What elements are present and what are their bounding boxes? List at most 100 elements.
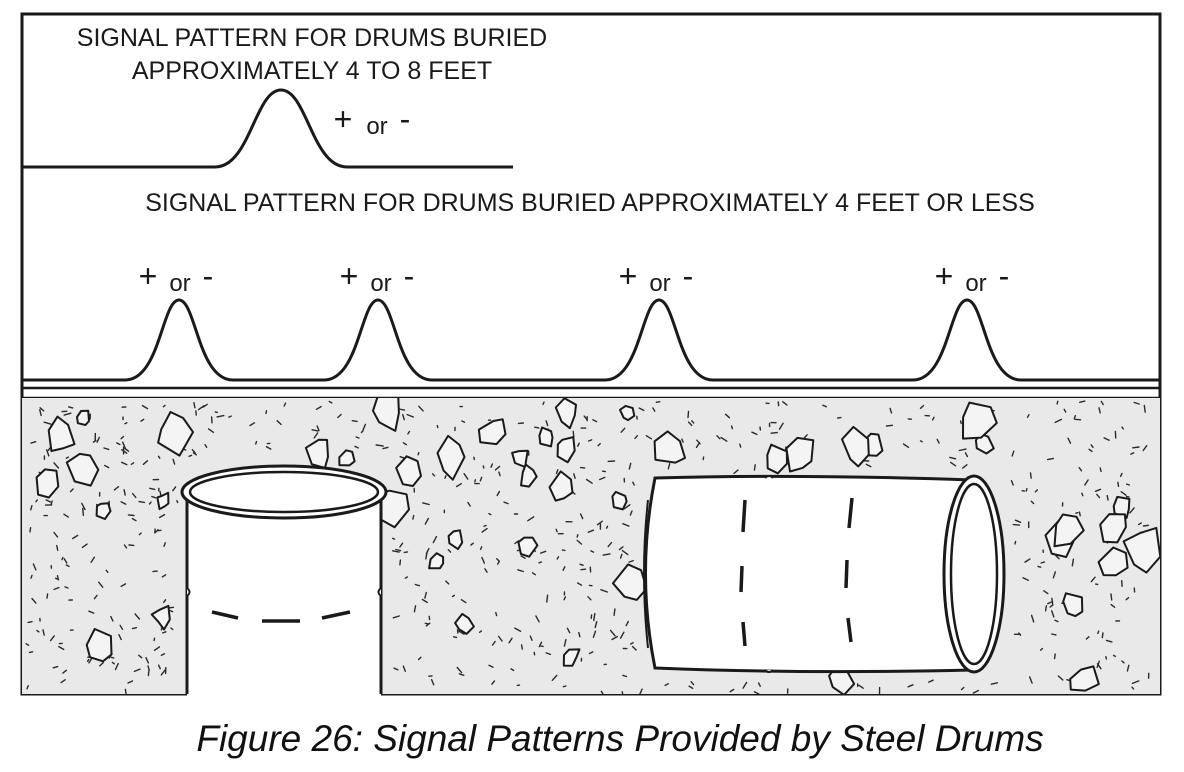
soil-speckle (393, 667, 399, 671)
soil-speckle (161, 631, 167, 634)
soil-speckle (491, 680, 496, 685)
soil-speckle (495, 611, 498, 617)
soil-speckle (407, 430, 411, 435)
soil-speckle (138, 654, 143, 659)
soil-speckle (605, 525, 609, 529)
soil-speckle (133, 668, 141, 673)
soil-speckle (597, 442, 601, 447)
polarity-or: or (370, 270, 391, 297)
soil-speckle (497, 560, 501, 565)
soil-speckle (138, 500, 146, 504)
soil-speckle (482, 465, 485, 469)
soil-speckle (1051, 633, 1057, 636)
soil-speckle (337, 413, 342, 419)
soil-speckle (158, 513, 166, 519)
soil-speckle (399, 542, 404, 548)
soil-speckle (520, 644, 523, 650)
polarity-plus: + (334, 101, 353, 137)
polarity-plus: + (619, 258, 638, 294)
rock-icon (562, 648, 581, 667)
rock-icon (653, 430, 686, 464)
soil-speckle (667, 463, 671, 470)
soil-speckle (192, 452, 198, 456)
polarity-minus: - (404, 258, 415, 294)
soil-speckle (611, 635, 618, 641)
soil-speckle (172, 458, 176, 465)
polarity-minus: - (999, 258, 1010, 294)
soil-speckle (531, 572, 536, 576)
vertical-drum-icon (180, 464, 388, 700)
rock-icon (1112, 495, 1131, 519)
soil-speckle (30, 574, 33, 579)
soil-speckle (959, 420, 962, 425)
soil-speckle (1074, 418, 1082, 421)
soil-speckle (456, 666, 463, 674)
soil-speckle (27, 621, 33, 624)
soil-speckle (1014, 540, 1017, 545)
soil-speckle (154, 529, 159, 533)
soil-speckle (742, 681, 748, 689)
soil-speckle (592, 419, 598, 423)
soil-speckle (1044, 605, 1048, 612)
soil-speckle (1106, 494, 1109, 501)
soil-speckle (26, 685, 29, 690)
soil-speckle (402, 413, 405, 421)
soil-speckle (202, 403, 208, 408)
soil-speckle (54, 577, 60, 581)
soil-speckle (99, 661, 105, 667)
soil-speckle (1078, 511, 1081, 517)
soil-speckle (865, 463, 872, 468)
soil-speckle (473, 456, 476, 461)
soil-speckle (88, 610, 95, 614)
soil-speckle (572, 430, 575, 438)
soil-speckle (1125, 483, 1131, 486)
soil-speckle (1110, 603, 1116, 608)
polarity-minus: - (400, 101, 411, 137)
soil-speckle (1028, 676, 1033, 684)
soil-speckle (131, 492, 137, 499)
soil-speckle (1049, 604, 1054, 608)
soil-speckle (520, 555, 526, 559)
soil-speckle (607, 541, 613, 548)
soil-speckle (406, 413, 414, 418)
soil-speckle (110, 656, 115, 659)
soil-speckle (716, 435, 721, 440)
soil-speckle (451, 594, 456, 598)
soil-speckle (928, 679, 934, 683)
soil-speckle (103, 464, 110, 469)
soil-speckle (1011, 450, 1015, 457)
soil-speckle (191, 449, 196, 454)
soil-speckle (566, 627, 571, 634)
rock-icon (65, 452, 100, 487)
soil-speckle (498, 471, 501, 477)
soil-speckle (148, 501, 152, 505)
soil-speckle (555, 469, 559, 475)
rock-icon (612, 563, 648, 601)
soil-speckle (42, 629, 45, 636)
soil-speckle (1103, 437, 1110, 441)
soil-speckle (1137, 522, 1142, 526)
soil-speckle (1054, 418, 1063, 424)
soil-speckle (481, 527, 488, 533)
soil-speckle (119, 624, 124, 630)
soil-speckle (402, 665, 406, 672)
soil-speckle (592, 630, 597, 638)
rock-icon (447, 529, 464, 551)
soil-speckle (124, 688, 127, 694)
soil-speckle (147, 665, 151, 671)
soil-speckle (720, 436, 728, 442)
soil-speckle (402, 442, 407, 446)
soil-speckle (447, 549, 452, 553)
rock-icon (47, 415, 76, 452)
soil-speckle (431, 473, 436, 477)
rock-icon (1122, 526, 1160, 574)
soil-speckle (124, 422, 128, 425)
soil-speckle (919, 404, 925, 409)
soil-speckle (580, 568, 587, 571)
soil-speckle (413, 605, 417, 613)
soil-speckle (596, 520, 603, 526)
soil-speckle (30, 505, 33, 511)
soil-speckle (488, 664, 494, 668)
soil-speckle (1088, 448, 1093, 453)
rock-icon (962, 401, 998, 440)
